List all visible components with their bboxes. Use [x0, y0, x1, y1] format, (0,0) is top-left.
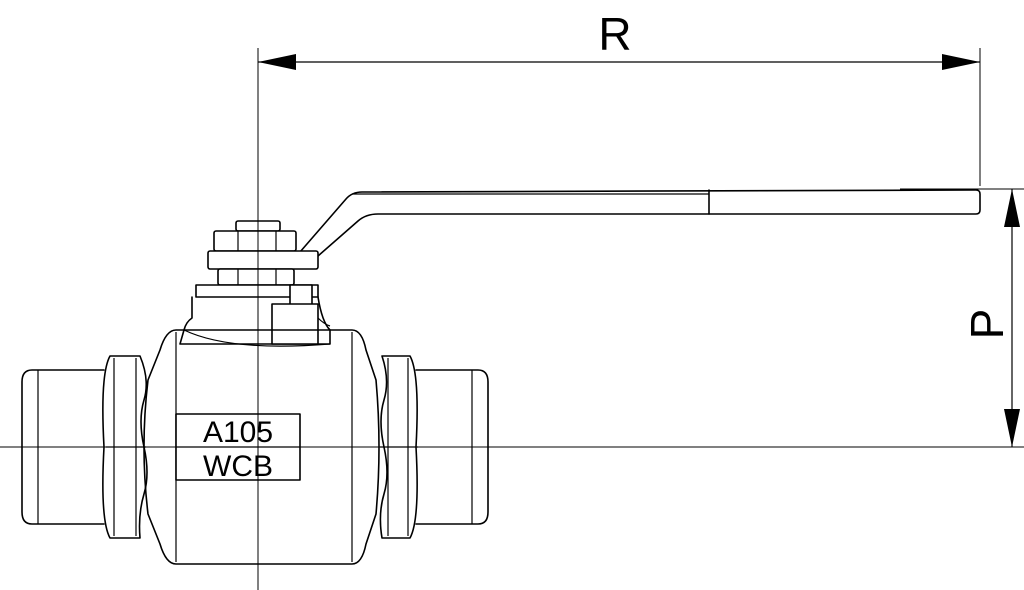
lever-bar — [299, 189, 981, 257]
centerlines — [0, 48, 1024, 590]
r-arrow-left — [258, 54, 296, 70]
r-dimension-label: R — [598, 8, 631, 60]
left-hex-outline — [102, 355, 148, 539]
body-top-curve — [183, 329, 331, 347]
marking-line1: A105 — [203, 416, 273, 449]
right-pipe-end — [415, 369, 489, 525]
marking-line2: WCB — [203, 450, 273, 483]
stop-plate — [195, 284, 319, 298]
stem-nut — [213, 230, 297, 252]
stop-lug — [289, 284, 313, 306]
stop-block — [271, 303, 319, 345]
lever-handle — [299, 189, 981, 257]
left-pipe-end — [21, 369, 105, 525]
left-end-cap — [21, 355, 148, 539]
valve-body — [143, 329, 380, 565]
dimension-r: R — [258, 8, 981, 186]
right-end-cap — [379, 355, 489, 539]
lever-plate — [207, 250, 319, 270]
bonnet-outline — [179, 296, 331, 345]
p-arrow-bottom — [1004, 409, 1020, 447]
body-outline — [143, 329, 380, 565]
bonnet-curve — [317, 317, 331, 327]
stem-assembly — [195, 220, 319, 306]
p-arrow-top — [1004, 189, 1020, 227]
r-arrow-right — [942, 54, 980, 70]
bonnet — [179, 296, 331, 345]
right-hex-outline — [379, 355, 418, 539]
stem-washer — [217, 268, 295, 286]
p-dimension-label: P — [961, 309, 1013, 340]
marking-plate: A105 WCB — [175, 413, 301, 483]
dimension-p: P — [900, 188, 1024, 447]
